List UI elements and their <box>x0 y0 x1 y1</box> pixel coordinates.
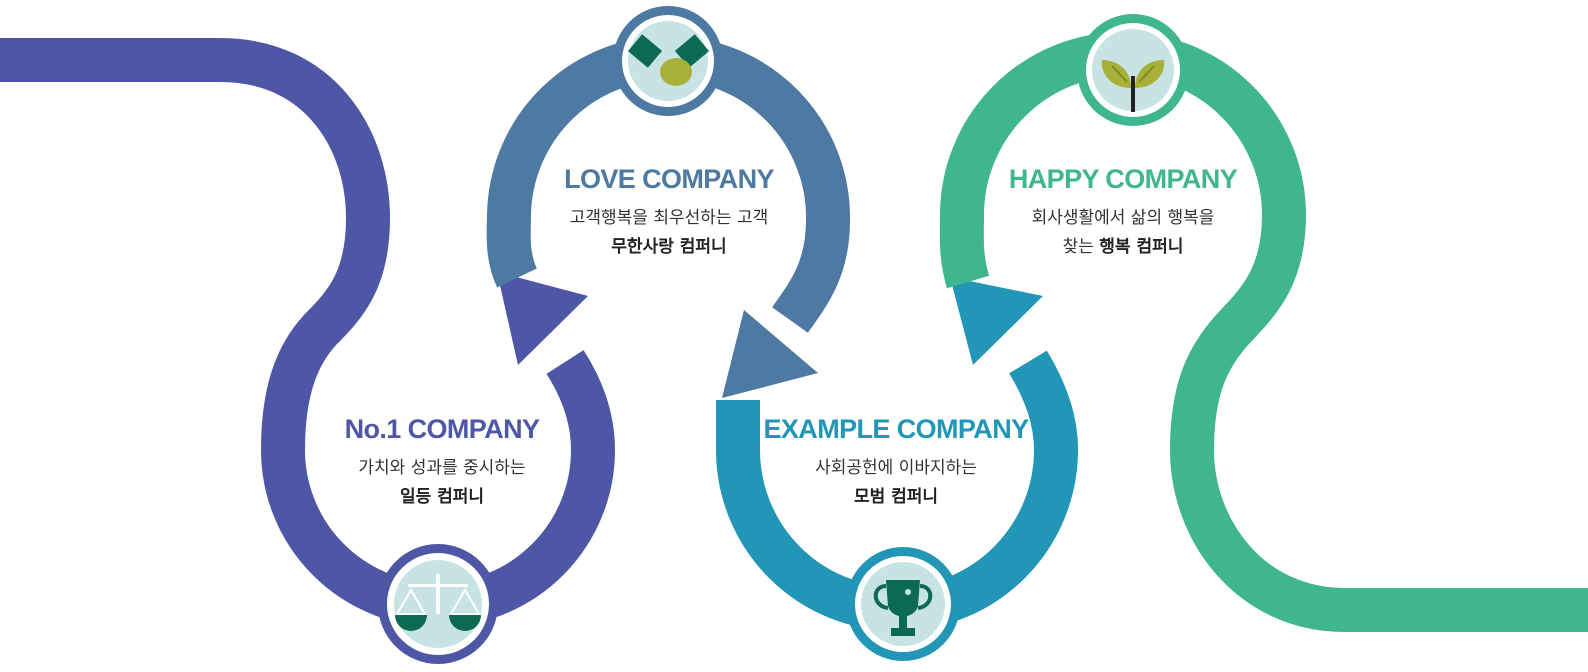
stage-label-happy: HAPPY COMPANY 회사생활에서 삶의 행복을 찾는 행복 컴퍼니 <box>973 162 1273 262</box>
stage-title: EXAMPLE COMPANY <box>763 414 1029 444</box>
stage-desc-line1: 고객행복을 최우선하는 고객 <box>569 208 769 228</box>
teal-blue-arrowhead <box>950 277 1043 365</box>
stage-label-love: LOVE COMPANY 고객행복을 최우선하는 고객 무한사랑 컴퍼니 <box>519 162 819 262</box>
stage-title: HAPPY COMPANY <box>1008 164 1238 194</box>
stage-desc-line1: 회사생활에서 삶의 행복을 <box>1031 208 1215 228</box>
stage-title: LOVE COMPANY <box>564 164 774 194</box>
stage-desc-line2: 찾는 행복 컴퍼니 <box>973 233 1273 262</box>
handshake-icon <box>613 6 723 116</box>
purple-loop-path <box>261 350 616 627</box>
stage-description: 가치와 성과를 중시하는 일등 컴퍼니 <box>292 454 592 512</box>
trophy-icon <box>846 547 960 661</box>
stage-description: 사회공헌에 이바지하는 모범 컴퍼니 <box>746 454 1046 512</box>
stage-desc-line1: 사회공헌에 이바지하는 <box>815 458 977 478</box>
stage-desc-line2-bold: 일등 컴퍼니 <box>399 487 485 507</box>
stage-desc-line2-prefix: 찾는 <box>1062 237 1100 257</box>
steel-blue-arrowhead <box>722 310 818 398</box>
stage-description: 회사생활에서 삶의 행복을 찾는 행복 컴퍼니 <box>973 204 1273 262</box>
stage-desc-line2: 무한사랑 컴퍼니 <box>519 233 819 262</box>
stage-label-example: EXAMPLE COMPANY 사회공헌에 이바지하는 모범 컴퍼니 <box>746 412 1046 512</box>
stage-title: No.1 COMPANY <box>344 414 540 444</box>
stage-desc-line2: 일등 컴퍼니 <box>292 483 592 512</box>
purple-arrowhead <box>497 272 588 365</box>
stage-description: 고객행복을 최우선하는 고객 무한사랑 컴퍼니 <box>519 204 819 262</box>
stage-desc-line2: 모범 컴퍼니 <box>746 483 1046 512</box>
stage-label-no1: No.1 COMPANY 가치와 성과를 중시하는 일등 컴퍼니 <box>292 412 592 512</box>
green-loop-path <box>939 32 1588 632</box>
stage-desc-line1: 가치와 성과를 중시하는 <box>358 458 526 478</box>
scales-icon <box>378 544 498 664</box>
stage-desc-line2-bold: 행복 컴퍼니 <box>1099 237 1184 257</box>
stage-desc-line2-bold: 모범 컴퍼니 <box>853 487 939 507</box>
sprout-icon <box>1077 14 1189 126</box>
stage-desc-line2-bold: 무한사랑 컴퍼니 <box>611 237 727 257</box>
purple-ribbon-path <box>0 38 391 451</box>
